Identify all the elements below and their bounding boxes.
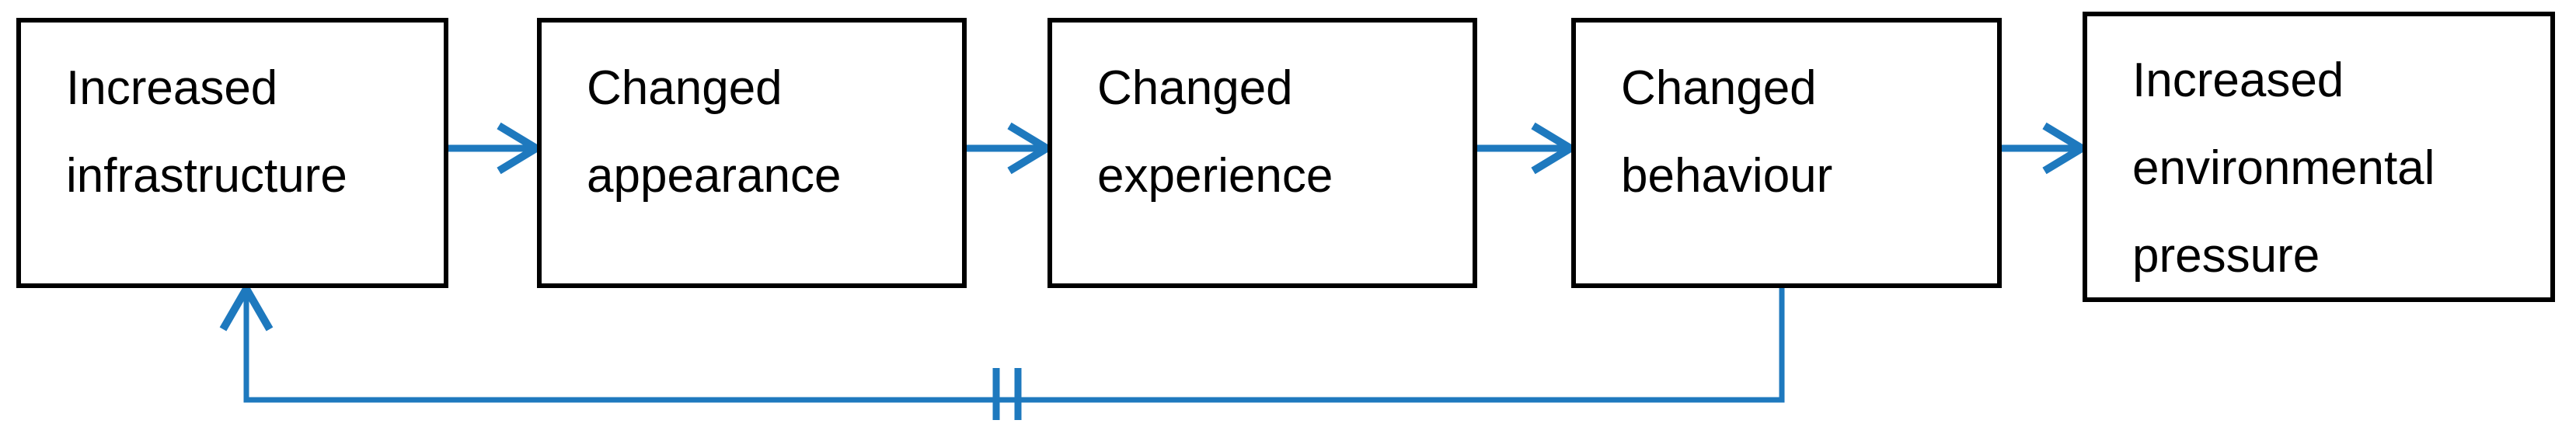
box-changed-behaviour: Changed behaviour <box>1571 18 2002 288</box>
box-increased-infrastructure: Increased infrastructure <box>16 18 448 288</box>
arrow-experience-to-behaviour <box>1475 122 1578 175</box>
box-increased-environmental-pressure: Increased environmental pressure <box>2083 12 2555 302</box>
box-label-line: appearance <box>587 149 842 203</box>
arrow-appearance-to-experience <box>964 122 1054 175</box>
box-label-line: behaviour <box>1621 149 1833 203</box>
box-label-line: Changed <box>1097 61 1293 115</box>
delay-double-tick-mark <box>992 368 1022 420</box>
arrow-infrastructure-to-appearance <box>446 122 544 175</box>
box-label-line: experience <box>1097 149 1333 203</box>
box-changed-experience: Changed experience <box>1047 18 1477 288</box>
box-label-line: Increased <box>2132 54 2344 107</box>
box-label-line: Changed <box>587 61 783 115</box>
box-label-line: environmental <box>2132 141 2435 195</box>
box-label-line: Changed <box>1621 61 1817 115</box>
box-label-line: Increased <box>66 61 278 115</box>
arrow-behaviour-to-pressure <box>1999 122 2090 175</box>
box-changed-appearance: Changed appearance <box>537 18 967 288</box>
box-label-line: pressure <box>2132 229 2320 283</box>
box-label-line: infrastructure <box>66 149 347 203</box>
feedback-arrow-behaviour-to-infrastructure <box>219 280 1785 403</box>
